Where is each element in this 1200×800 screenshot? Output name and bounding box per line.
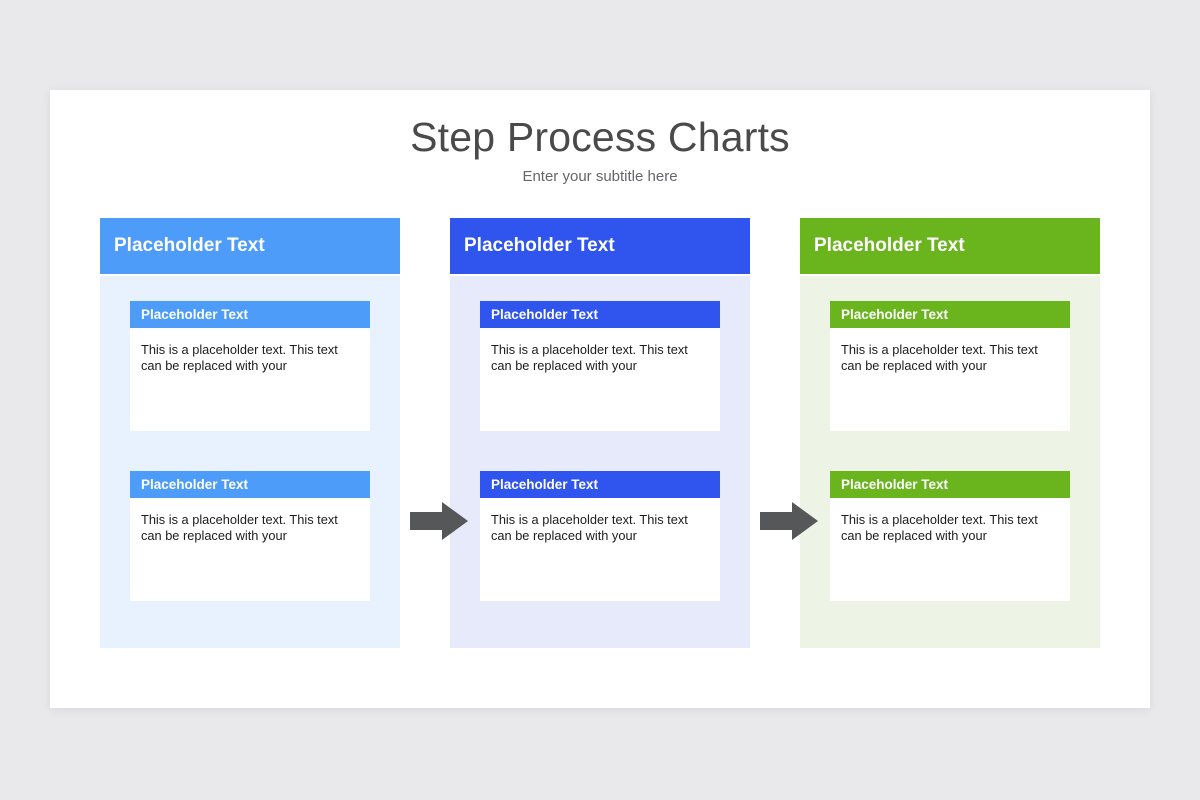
card-header: Placeholder Text	[130, 471, 370, 498]
card-header: Placeholder Text	[830, 471, 1070, 498]
arrow-right-icon	[760, 500, 818, 542]
column-body-3: Placeholder Text This is a placeholder t…	[800, 276, 1100, 648]
card-body-text: This is a placeholder text. This text ca…	[130, 498, 370, 601]
card-title: Placeholder Text	[491, 307, 599, 322]
column-header-2: Placeholder Text	[450, 218, 750, 274]
card[interactable]: Placeholder Text This is a placeholder t…	[830, 301, 1070, 431]
card[interactable]: Placeholder Text This is a placeholder t…	[480, 471, 720, 601]
column-body-2: Placeholder Text This is a placeholder t…	[450, 276, 750, 648]
column-header-label: Placeholder Text	[114, 235, 265, 256]
column-header-3: Placeholder Text	[800, 218, 1100, 274]
card-body-text: This is a placeholder text. This text ca…	[830, 328, 1070, 431]
page-title: Step Process Charts	[410, 114, 790, 160]
card-body-text: This is a placeholder text. This text ca…	[480, 498, 720, 601]
card-header: Placeholder Text	[480, 471, 720, 498]
column-body-1: Placeholder Text This is a placeholder t…	[100, 276, 400, 648]
column-header-label: Placeholder Text	[464, 235, 615, 256]
card-title: Placeholder Text	[141, 477, 249, 492]
card-body-text: This is a placeholder text. This text ca…	[480, 328, 720, 431]
process-step-column-3: Placeholder Text Placeholder Text This i…	[800, 218, 1100, 648]
step-process-diagram: Placeholder Text Placeholder Text This i…	[50, 218, 1150, 648]
slide-canvas: Step Process Charts Enter your subtitle …	[50, 90, 1150, 708]
card[interactable]: Placeholder Text This is a placeholder t…	[130, 471, 370, 601]
column-header-1: Placeholder Text	[100, 218, 400, 274]
card-body-text: This is a placeholder text. This text ca…	[830, 498, 1070, 601]
page-subtitle: Enter your subtitle here	[522, 168, 678, 185]
card-title: Placeholder Text	[491, 477, 599, 492]
card-header: Placeholder Text	[830, 301, 1070, 328]
process-step-column-2: Placeholder Text Placeholder Text This i…	[450, 218, 750, 648]
process-step-column-1: Placeholder Text Placeholder Text This i…	[100, 218, 400, 648]
card-title: Placeholder Text	[141, 307, 249, 322]
card-body-text: This is a placeholder text. This text ca…	[130, 328, 370, 431]
card-header: Placeholder Text	[480, 301, 720, 328]
arrow-right-icon	[410, 500, 468, 542]
card-title: Placeholder Text	[841, 477, 949, 492]
card[interactable]: Placeholder Text This is a placeholder t…	[480, 301, 720, 431]
column-header-label: Placeholder Text	[814, 235, 965, 256]
card[interactable]: Placeholder Text This is a placeholder t…	[130, 301, 370, 431]
card-title: Placeholder Text	[841, 307, 949, 322]
card-header: Placeholder Text	[130, 301, 370, 328]
card[interactable]: Placeholder Text This is a placeholder t…	[830, 471, 1070, 601]
